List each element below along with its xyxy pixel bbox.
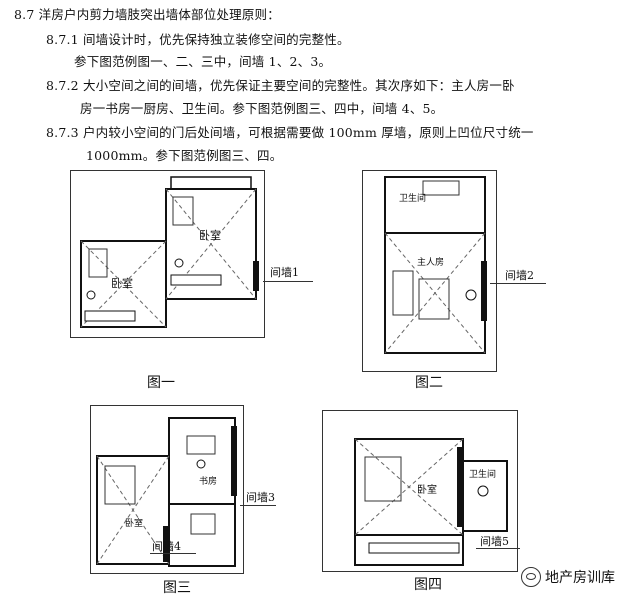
room-label: 卧室 — [111, 277, 133, 290]
figure-caption-1: 图一 — [147, 375, 175, 391]
room-label: 卧室 — [199, 229, 221, 242]
para-8-7-3-line2: 1000mm。参下图范例图三、四。 — [86, 148, 283, 163]
floorplan-figure-2: 卫生间 主人房 — [362, 170, 497, 372]
room-label: 卫生间 — [399, 194, 427, 204]
figure-caption-2: 图二 — [415, 375, 443, 391]
callout-line — [476, 548, 520, 549]
room-label: 卧室 — [125, 519, 144, 529]
floorplan-4-drawing — [354, 438, 508, 566]
room-label: 卧室 — [417, 485, 437, 496]
para-8-7-3-line1: 8.7.3 户内较小空间的门后处间墙，可根据需要做 100mm 厚墙，原则上凹位… — [46, 125, 534, 140]
callout-line — [490, 283, 546, 284]
callout-label-4: 间墙4 — [152, 540, 181, 553]
floorplan-figure-4: 卧室 卫生间 — [322, 410, 518, 572]
callout-label-1: 间墙1 — [270, 266, 299, 279]
watermark-text: 地产房训库 — [545, 570, 615, 586]
floorplan-figure-1: 卧室 卧室 — [70, 170, 265, 338]
section-heading: 8.7 洋房户内剪力墙肢突出墙体部位处理原则： — [14, 7, 280, 22]
para-8-7-2-line1: 8.7.2 大小空间之间的间墙，优先保证主要空间的完整性。其次序如下：主人房一卧 — [46, 78, 515, 93]
callout-label-3: 间墙3 — [246, 491, 275, 504]
figure-caption-4: 图四 — [414, 577, 442, 593]
para-8-7-2-line2: 房一书房一厨房、卫生间。参下图范例图三、四中，间墙 4、5。 — [80, 101, 444, 116]
floorplan-2-drawing — [384, 176, 487, 354]
para-8-7-1-line1: 8.7.1 间墙设计时，优先保持独立装修空间的完整性。 — [46, 32, 350, 47]
floorplan-3-drawing — [96, 417, 237, 567]
para-8-7-1-line2: 参下图范例图一、二、三中，间墙 1、2、3。 — [74, 54, 332, 69]
callout-label-2: 间墙2 — [505, 269, 534, 282]
room-label: 卫生间 — [469, 470, 497, 480]
wechat-icon — [521, 567, 541, 587]
figure-caption-3: 图三 — [163, 580, 191, 596]
floorplan-1-drawing — [80, 176, 259, 328]
callout-line — [150, 553, 196, 554]
watermark: 地产房训库 — [521, 567, 615, 587]
callout-line — [240, 505, 276, 506]
floorplan-figure-3: 书房 卧室 — [90, 405, 244, 574]
room-label: 主人房 — [417, 258, 445, 268]
room-label: 书房 — [199, 477, 218, 487]
callout-label-5: 间墙5 — [480, 535, 509, 548]
callout-line — [263, 281, 313, 282]
